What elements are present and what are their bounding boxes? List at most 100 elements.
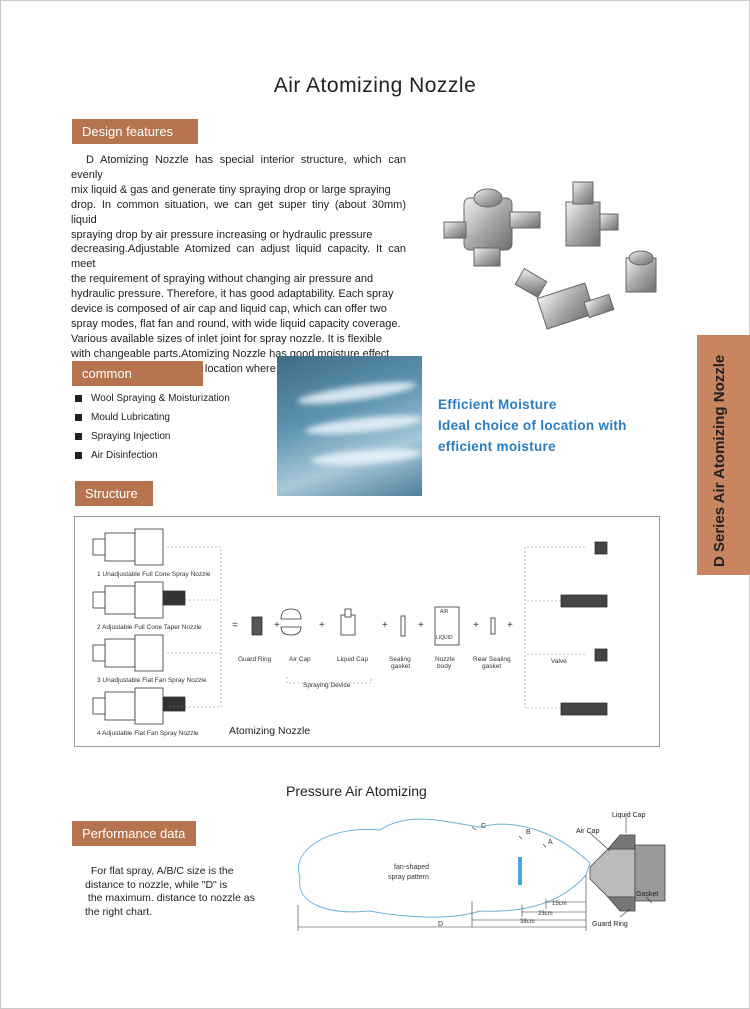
structure-drawing: [92, 528, 608, 725]
pattern-label-2: spray pattern: [388, 874, 429, 881]
nozzle-photo-1: [443, 188, 541, 267]
list-item-label: Air Disinfection: [91, 450, 158, 461]
list-item-label: Wool Spraying & Moisturization: [91, 393, 230, 404]
atomizing-nozzle-caption: Atomizing Nozzle: [229, 725, 311, 737]
spray-outline: [298, 818, 591, 918]
nozzle-2-drawing: [104, 585, 136, 615]
highlight-line-3: efficient moisture: [438, 439, 556, 454]
rear-gasket-label-1: Rear Sealing: [473, 656, 511, 663]
list-item: Spraying Injection: [75, 427, 230, 446]
dimension-c: 38cm: [520, 919, 535, 925]
plus-sign: +: [473, 620, 479, 631]
performance-data-heading: Performance data: [72, 821, 196, 846]
sealing-gasket-label-1: Sealing: [389, 656, 411, 663]
structure-diagram: 1 Unadjustable Full Cone Spray Nozzle 2 …: [74, 516, 660, 747]
design-line: mix liquid & gas and generate tiny spray…: [71, 183, 391, 196]
plus-sign: +: [418, 620, 424, 631]
list-item-label: Mould Lubricating: [91, 412, 170, 423]
rear-gasket-label-2: gasket: [482, 663, 502, 670]
design-line: spraying drop by air pressure increasing…: [71, 228, 373, 241]
valve-1-drawing: [594, 541, 608, 555]
nozzle-1-label: 1 Unadjustable Full Cone Spray Nozzle: [97, 571, 211, 578]
bullet-icon: [75, 433, 82, 440]
nozzle-photo-4: [625, 250, 657, 293]
air-cap-label: Air Cap: [289, 656, 311, 663]
spray-section-mark: [518, 857, 522, 885]
design-line: D Atomizing Nozzle has special interior …: [71, 154, 406, 181]
pattern-label-1: fan-shaped: [394, 864, 429, 871]
rear-gasket-drawing: [490, 617, 496, 635]
structure-heading: Structure: [75, 481, 153, 506]
sealing-gasket-label-2: gasket: [391, 663, 411, 670]
performance-line: the maximum. distance to nozzle as: [85, 892, 255, 904]
body-liquid-label: LIQUID: [436, 635, 453, 641]
nozzle-head-drawing: [589, 834, 666, 912]
highlight-line-2: Ideal choice of location with: [438, 418, 627, 433]
distance-label-d: D: [438, 921, 443, 928]
nozzle-4-label: 4 Adjustable Flat Fan Spray Nozzle: [97, 730, 199, 737]
design-line: Various available sizes of inlet joint f…: [71, 332, 382, 345]
design-line: spray modes, flat fan and round, with wi…: [71, 317, 401, 330]
nozzle-1-drawing: [104, 532, 136, 562]
plus-sign: +: [382, 620, 388, 631]
guard-ring-label: Guard Ring: [238, 656, 272, 663]
liquid-cap-callout: Liquid Cap: [612, 812, 646, 819]
performance-line: the right chart.: [85, 905, 153, 918]
bullet-icon: [75, 452, 82, 459]
nozzle-product-photo: [443, 181, 657, 330]
design-line: the requirement of spraying without chan…: [71, 273, 374, 286]
nozzle-body-drawing: [434, 606, 460, 646]
nozzle-3-label: 3 Unadjustable Flat Fan Spray Nozzle: [97, 677, 207, 684]
nozzle-3-drawing: [104, 638, 136, 668]
performance-paragraph: For flat spray, A/B/C size is the distan…: [85, 865, 255, 919]
valve-label: Valve: [551, 658, 567, 665]
design-line: drop. In common situation, we can get su…: [71, 198, 406, 226]
design-line: device is composed of air cap and liquid…: [71, 303, 387, 316]
valve-4-drawing: [560, 702, 608, 716]
air-cap-drawing: [280, 608, 302, 620]
nozzle-2-label: 2 Adjustable Full Cone Taper Nozzle: [97, 624, 202, 631]
valve-3-drawing: [594, 648, 608, 662]
nozzle-photo-3: [514, 268, 615, 330]
equals-sign: =: [232, 620, 238, 631]
list-item: Mould Lubricating: [75, 408, 230, 427]
dimension-b: 23cm: [538, 911, 553, 917]
list-item: Wool Spraying & Moisturization: [75, 389, 230, 408]
liquid-cap-label: Liquid Cap: [337, 656, 369, 663]
dimension-a: 15cm: [552, 901, 567, 907]
design-line: decreasing.Adjustable Atomized can adjus…: [71, 243, 406, 271]
liquid-cap-drawing: [340, 614, 356, 636]
pressure-heading: Pressure Air Atomizing: [286, 783, 427, 799]
distance-label-b: B: [526, 829, 531, 836]
nozzle-body-label-2: body: [437, 663, 452, 670]
bullet-icon: [75, 395, 82, 402]
body-air-label: AIR: [440, 609, 449, 615]
sealing-gasket-drawing: [400, 615, 406, 637]
bullet-icon: [75, 414, 82, 421]
plus-sign: +: [319, 620, 325, 631]
distance-label-c: C: [481, 823, 486, 830]
design-features-heading: Design features: [72, 119, 198, 144]
performance-line: distance to nozzle, while "D" is: [85, 878, 228, 891]
series-side-tab-label: D Series Air Atomizing Nozzle: [711, 354, 728, 567]
nozzle-4-drawing: [104, 691, 136, 721]
gasket-callout: Gasket: [636, 891, 658, 898]
guard-ring-drawing: [251, 616, 263, 636]
performance-line: For flat spray, A/B/C size is the: [85, 865, 234, 877]
nozzle-photo-2: [565, 181, 619, 247]
common-application-heading: common application: [72, 361, 203, 406]
spray-pattern-diagram: fan-shaped spray pattern A B C D 15cm 23…: [297, 812, 666, 931]
plus-sign: +: [274, 620, 280, 631]
design-line: hydraulic pressure. Therefore, it has go…: [71, 288, 394, 301]
distance-label-a: A: [548, 839, 553, 846]
highlight-line-1: Efficient Moisture: [438, 397, 557, 412]
guard-ring-callout: Guard Ring: [592, 921, 628, 928]
list-item-label: Spraying Injection: [91, 431, 171, 442]
page-title: Air Atomizing Nozzle: [273, 74, 477, 97]
application-list: Wool Spraying & Moisturization Mould Lub…: [75, 389, 230, 465]
valve-2-drawing: [560, 594, 608, 608]
spray-mist-photo: [277, 356, 422, 496]
plus-sign: +: [507, 620, 513, 631]
nozzle-body-label-1: Nozzle: [435, 656, 455, 663]
air-cap-callout: Air Cap: [576, 828, 599, 835]
